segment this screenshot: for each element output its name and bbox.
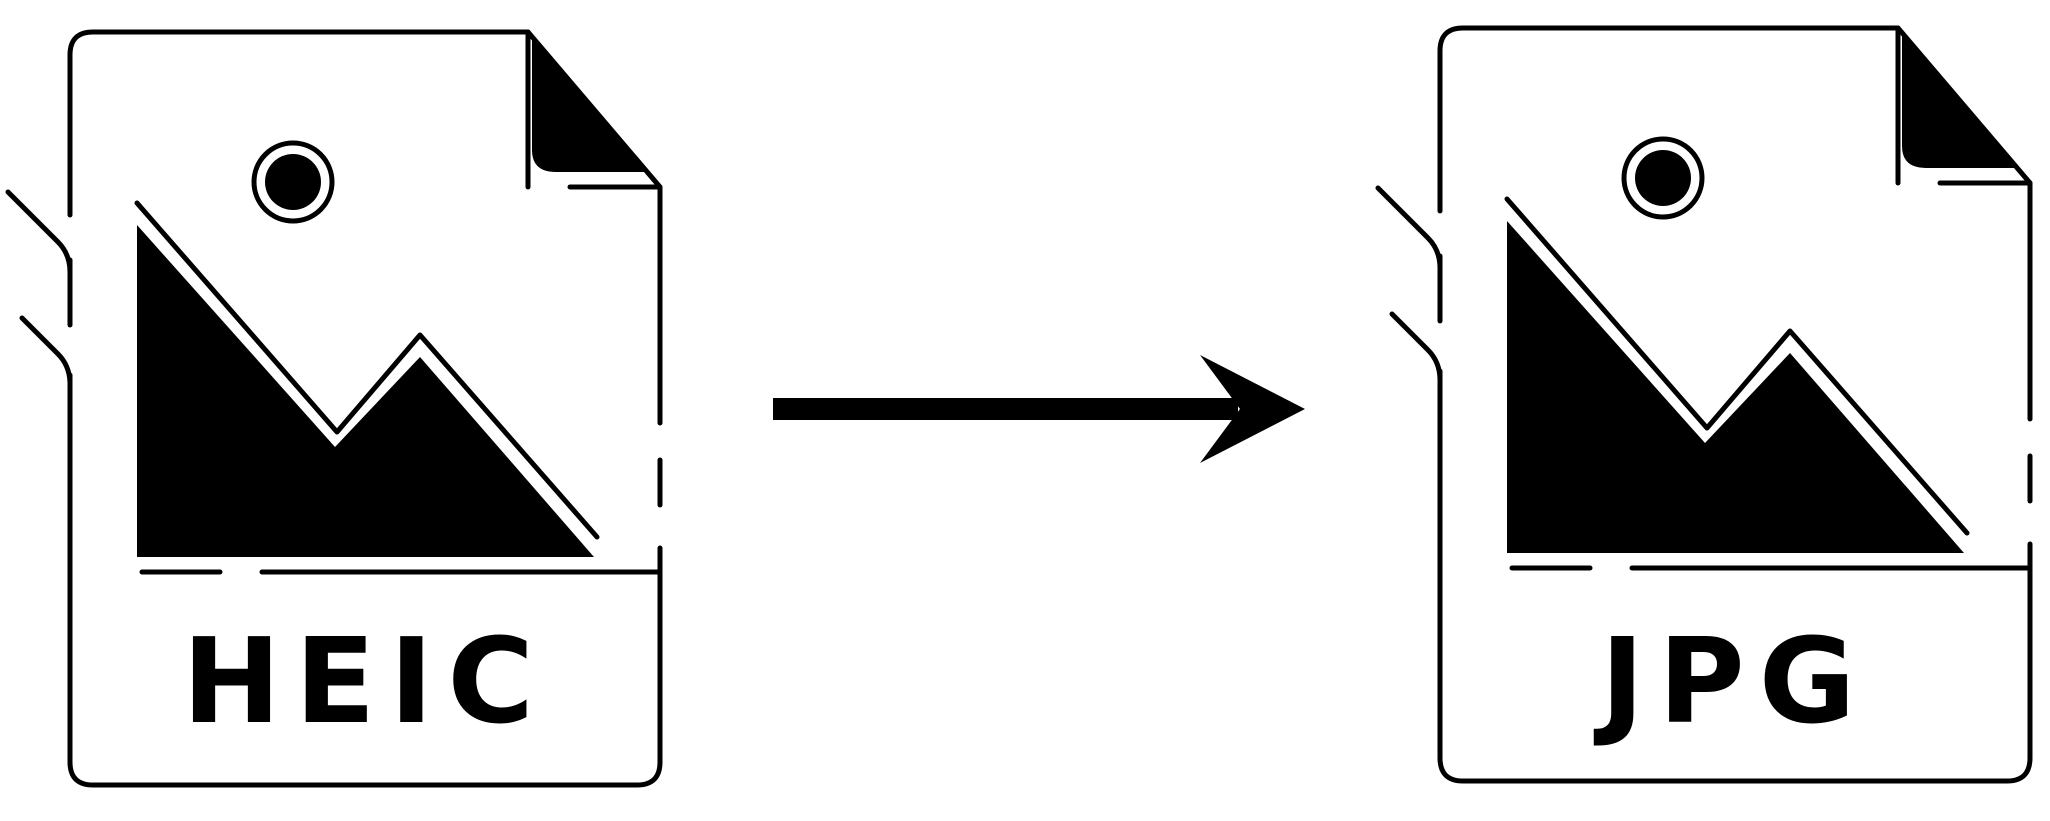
target-file-icon: JPG: [1378, 28, 2030, 781]
arrow-right-icon: [773, 355, 1305, 463]
source-file-icon: HEIC: [8, 32, 660, 785]
source-format-label: HEIC: [182, 612, 548, 750]
target-format-label: JPG: [1593, 612, 1869, 750]
